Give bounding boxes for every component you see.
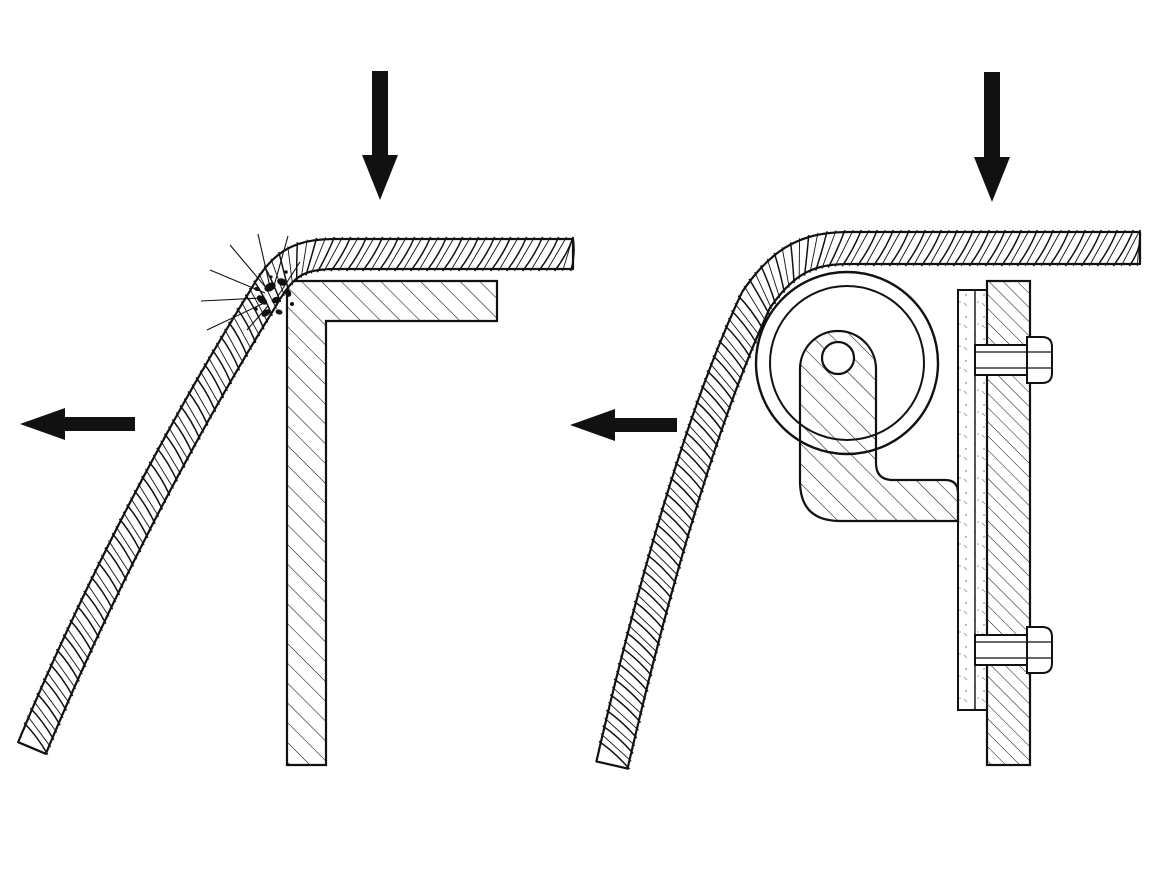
broken-wires-icon [254,270,294,317]
wire-rope-right [595,229,1142,770]
left-arrow-icon [570,409,677,441]
panel-sharp-angle [17,71,575,767]
wire-rope-left [17,236,575,755]
left-arrow-icon [20,408,135,440]
angle-iron-section [285,279,499,767]
bolt-icon [974,336,1053,384]
pulley-bracket [798,329,960,523]
panel-pulley [570,72,1142,770]
damage-burst-icon [200,233,301,331]
pulley-axle-icon [820,340,856,376]
down-arrow-icon [362,71,398,200]
bolt-icon [974,626,1053,674]
down-arrow-icon [974,72,1010,202]
